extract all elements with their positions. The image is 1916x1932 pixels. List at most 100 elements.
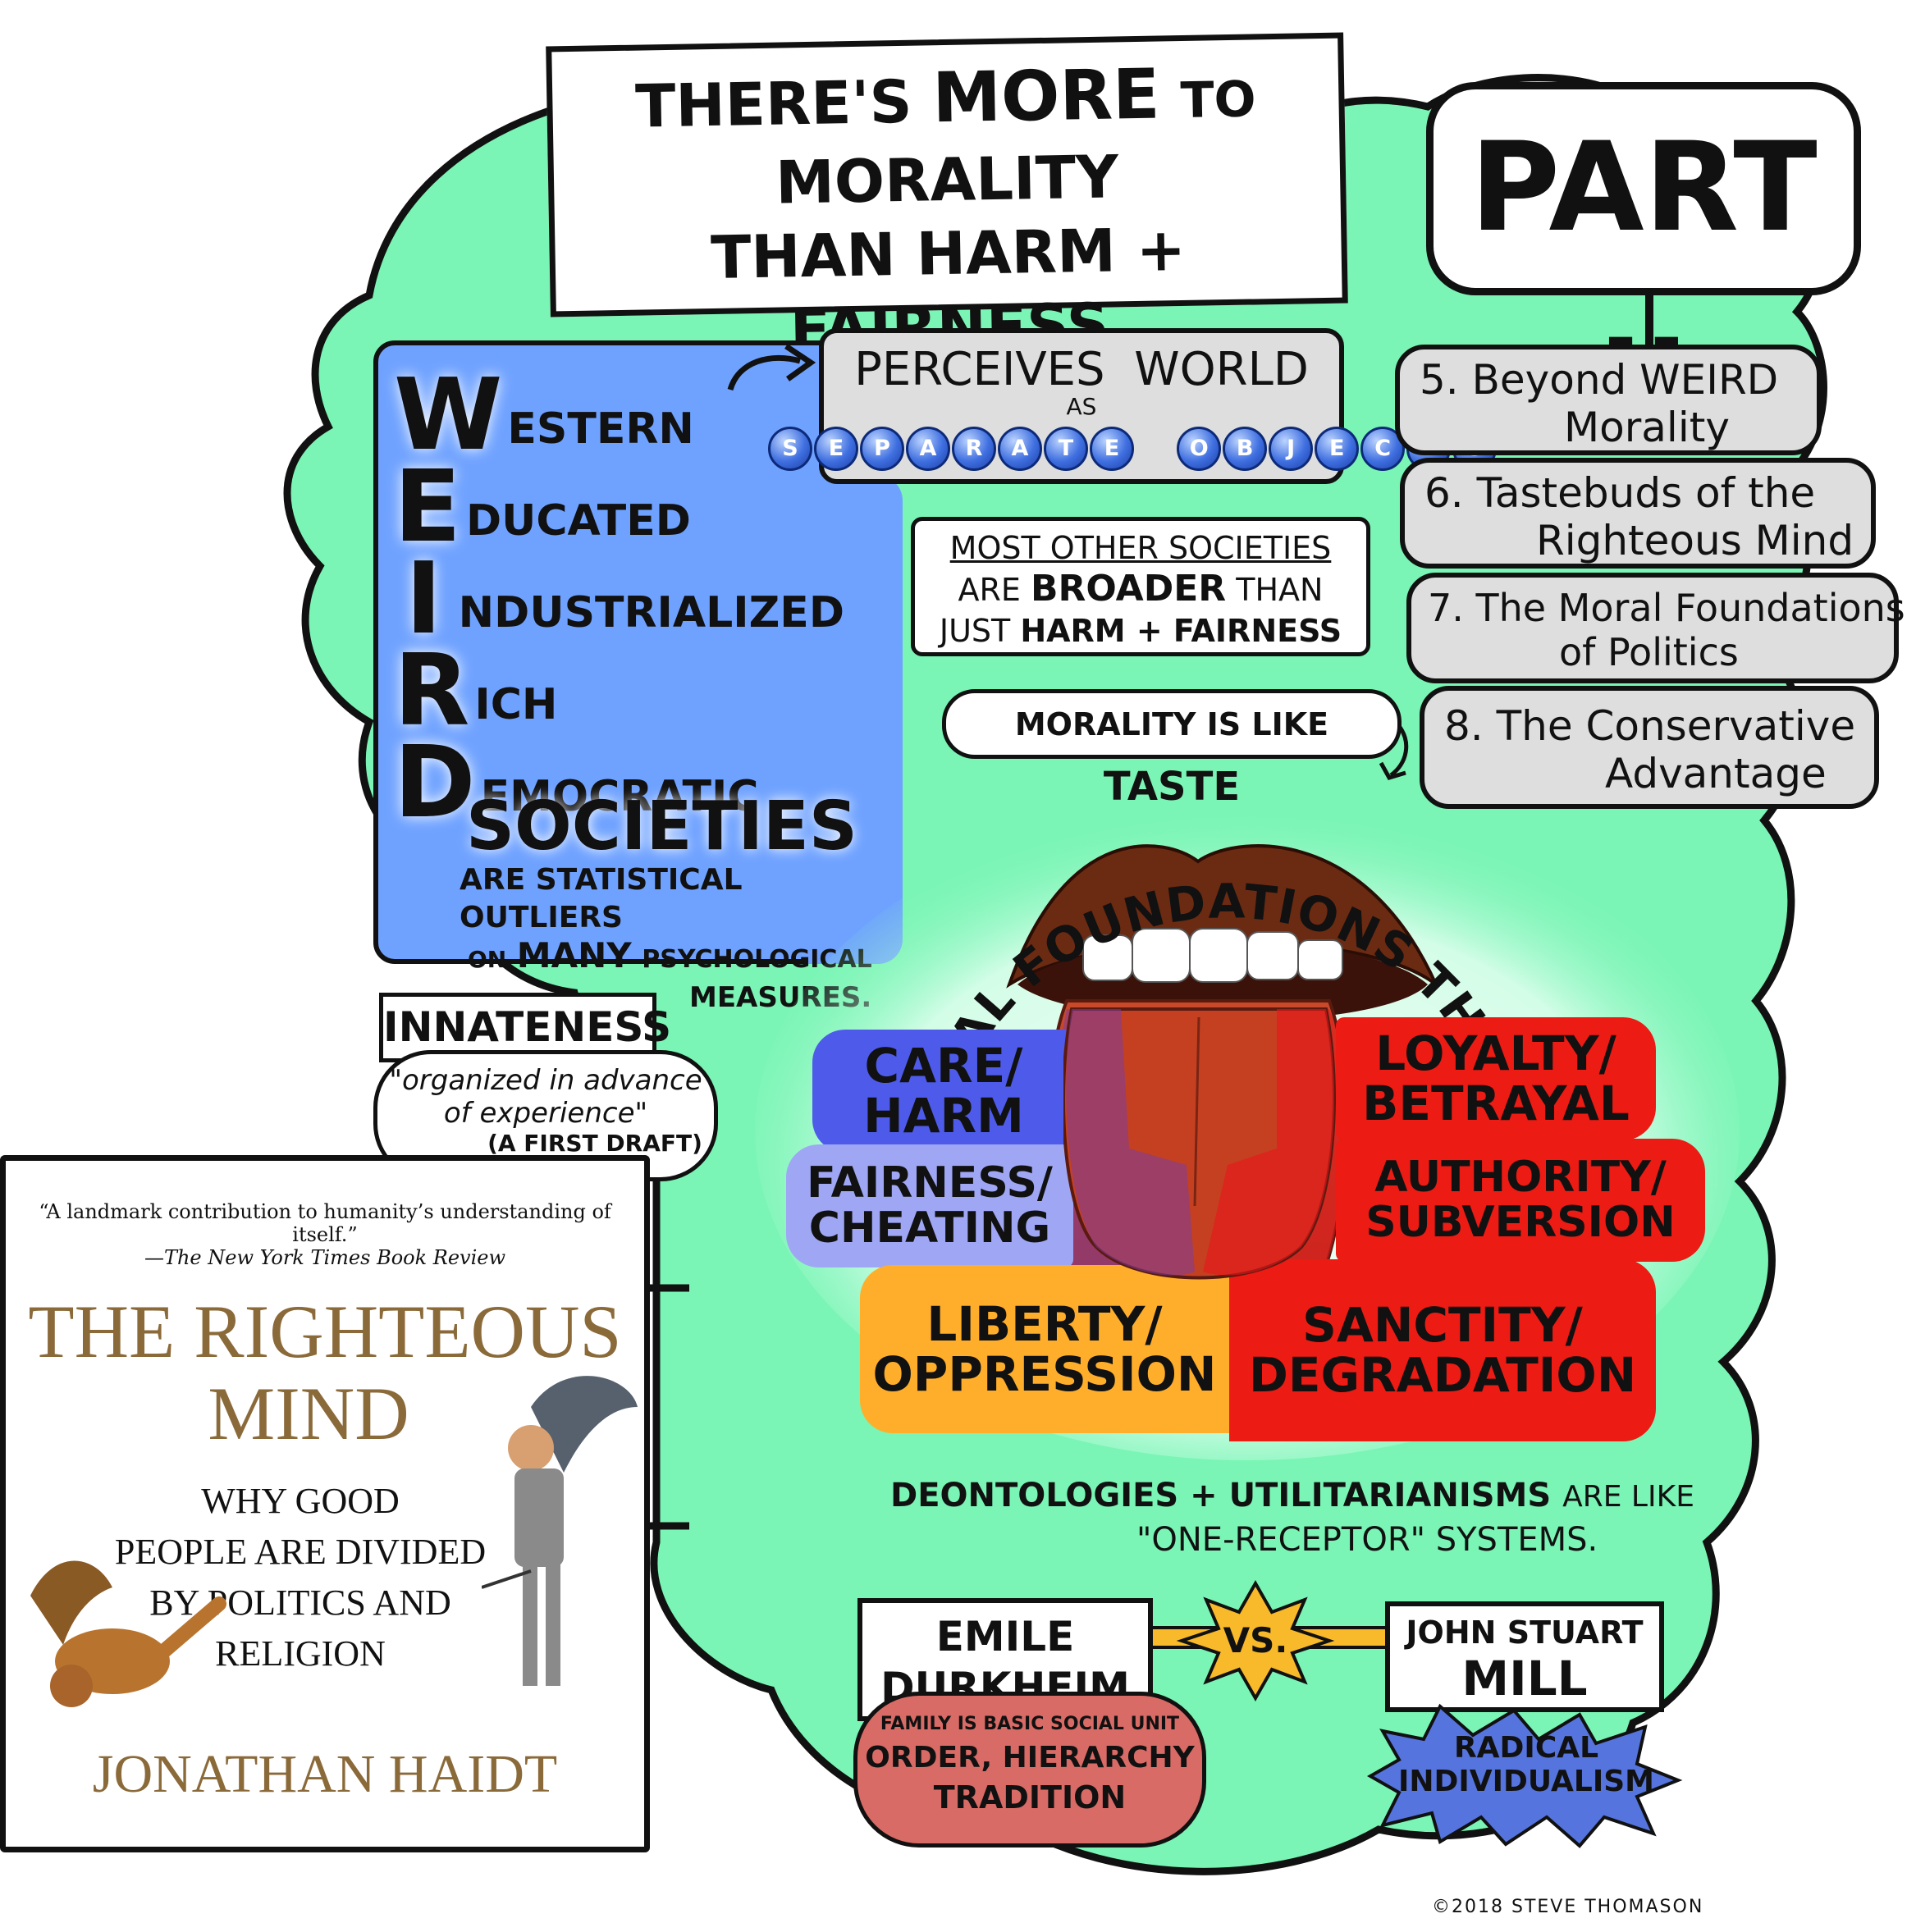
- weird-societies: SOCIETIES: [466, 788, 857, 866]
- mill-star: [1366, 1703, 1683, 1848]
- taste-pill: MORALITY IS LIKE TASTE: [942, 689, 1402, 810]
- mill-star-line: RADICAL: [1453, 1731, 1599, 1765]
- innateness-quote: (A FIRST DRAFT): [487, 1130, 702, 1157]
- book-subtitle-line: RELIGION: [215, 1633, 386, 1674]
- foundation-label: LOYALTY/: [1375, 1025, 1616, 1082]
- durkheim-cloud: FAMILY IS BASIC SOCIAL UNIT ORDER, HIERA…: [853, 1692, 1206, 1848]
- foundation-label: AUTHORITY/: [1374, 1153, 1667, 1203]
- chapter-5: 5. Beyond WEIRD Morality: [1395, 345, 1822, 455]
- chapter-7: 7. The Moral Foundations of Politics: [1406, 573, 1905, 683]
- bead-letter: E: [1090, 427, 1134, 471]
- weird-letter: W: [394, 359, 503, 473]
- weird-word: DUCATED: [465, 496, 691, 546]
- title-line-2: MORALITY: [775, 142, 1119, 217]
- book-subtitle-line: WHY GOOD: [201, 1481, 400, 1521]
- weird-panel: [373, 340, 841, 964]
- foundation-authority: AUTHORITY/ SUBVERSION: [1336, 1139, 1705, 1262]
- demon-illustration: [30, 1560, 226, 1707]
- chapter-title: 6. Tastebuds of the: [1424, 469, 1816, 517]
- deontologies-line: "ONE-RECEPTOR" SYSTEMS.: [1136, 1521, 1598, 1559]
- book-title: THE RIGHTEOUS: [28, 1290, 622, 1373]
- weird-list: W ESTERN E DUCATED I NDUSTRIALIZED R ICH…: [394, 365, 886, 833]
- chapter-title: 5. Beyond WEIRD: [1420, 356, 1779, 404]
- chapter-title: Righteous Mind: [1536, 517, 1854, 564]
- chapter-title: Morality: [1564, 404, 1730, 451]
- chapter-title: 7. The Moral Foundations: [1428, 586, 1905, 630]
- weird-row: D EMOCRATIC: [394, 734, 886, 833]
- title-text: TO: [1180, 71, 1257, 130]
- credit: ©2018 STEVE THOMASON: [1432, 1897, 1704, 1917]
- foundation-loyalty: LOYALTY/ BETRAYAL: [1336, 1017, 1656, 1140]
- durkheim-cloud-line: FAMILY IS BASIC SOCIAL UNIT: [880, 1714, 1180, 1734]
- bead-letter: A: [998, 427, 1042, 471]
- chapter-6: 6. Tastebuds of the Righteous Mind: [1400, 458, 1876, 569]
- bead-letter: E: [1315, 427, 1360, 471]
- weird-note: ARE STATISTICAL OUTLIERS ON MANY PSYCHOL…: [460, 861, 903, 1016]
- tongue-tip: [1063, 1007, 1336, 1280]
- chapter-title: of Politics: [1559, 630, 1739, 674]
- foundation-label: HARM: [863, 1088, 1024, 1144]
- title-text: THERE'S: [634, 66, 913, 141]
- foundation-sanctity: SANCTITY/ DEGRADATION: [1229, 1259, 1656, 1441]
- foundation-label: DEGRADATION: [1248, 1347, 1637, 1403]
- mill-name: JOHN STUART: [1406, 1615, 1644, 1651]
- perceives-text: PERCEIVES WORLD: [854, 343, 1309, 396]
- bead-letter: S: [768, 427, 812, 471]
- part-badge: PART II: [1426, 82, 1861, 456]
- angel-illustration: [482, 1376, 638, 1686]
- innateness-quote: "organized in advance: [389, 1064, 702, 1097]
- weird-letter: I: [405, 542, 442, 656]
- bead-letter: R: [952, 427, 996, 471]
- weird-row: I NDUSTRIALIZED: [394, 550, 886, 649]
- deontologies-phrase: ARE LIKE: [1562, 1480, 1694, 1514]
- weird-row: R ICH: [394, 642, 886, 741]
- foundation-liberty: LIBERTY/ OPPRESSION: [860, 1265, 1229, 1433]
- bead-letter: B: [1223, 427, 1268, 471]
- foundation-label: OPPRESSION: [872, 1345, 1217, 1402]
- chapter-title: Advantage: [1605, 750, 1827, 797]
- bead-letter: T: [1044, 427, 1088, 471]
- foundation-fairness: FAIRNESS/ CHEATING: [786, 1144, 1073, 1267]
- broader-line: MOST OTHER SOCIETIES: [949, 530, 1332, 566]
- vs-label: VS.: [1223, 1620, 1288, 1660]
- perceives-as: AS: [1066, 393, 1097, 420]
- mill-star-line: INDIVIDUALISM: [1397, 1765, 1654, 1798]
- foundation-label: LIBERTY/: [926, 1295, 1163, 1352]
- book-cover: “A landmark contribution to humanity’s u…: [0, 1155, 650, 1852]
- broader-text: THAN: [1236, 572, 1324, 608]
- weird-panel-extension: [804, 476, 903, 964]
- durkheim-cloud-line: TRADITION: [933, 1779, 1127, 1816]
- book-source: —The New York Times Book Review: [144, 1246, 506, 1269]
- foundation-label: CHEATING: [808, 1204, 1051, 1253]
- deontologies-line: DEONTOLOGIES + UTILITARIANISMS ARE LIKE: [890, 1477, 1711, 1514]
- bead-letter: P: [860, 427, 904, 471]
- durkheim-cloud-line: ORDER, HIERARCHY: [865, 1741, 1195, 1774]
- title-emphasis: MORE: [931, 53, 1161, 139]
- broader-line: ARE BROADER THAN: [915, 569, 1366, 610]
- broader-emphasis: BROADER: [1031, 568, 1227, 610]
- weird-word: ESTERN: [507, 404, 694, 454]
- innateness-title: INNATENESS: [383, 1003, 672, 1051]
- weird-word: EMOCRATIC: [480, 772, 759, 821]
- foundation-label: SANCTITY/: [1302, 1297, 1583, 1354]
- bead-letter: E: [814, 427, 858, 471]
- mill-name: MILL: [1461, 1651, 1588, 1706]
- title-box: THERE'S MORE TO MORALITY THAN HARM + FAI…: [546, 32, 1348, 364]
- weird-letter: R: [394, 634, 470, 748]
- chapter-8: 8. The Conservative Advantage: [1420, 686, 1879, 809]
- bead-letter: J: [1269, 427, 1314, 471]
- broader-text: ARE: [958, 572, 1021, 608]
- weird-note-line: ON MANY PSYCHOLOGICAL: [468, 937, 903, 979]
- weird-note-text: ON: [468, 946, 507, 973]
- weird-row: E DUCATED: [394, 459, 886, 557]
- weird-row: W ESTERN: [394, 365, 886, 465]
- broader-text: JUST: [939, 613, 1011, 649]
- foundation-label: BETRAYAL: [1362, 1076, 1630, 1131]
- arrow-taste-to-mouth: [1379, 724, 1409, 780]
- book-blurb: “A landmark contribution to humanity’s u…: [39, 1200, 611, 1246]
- taste-emphasis: TASTE: [1103, 764, 1241, 810]
- book-author: JONATHAN HAIDT: [92, 1744, 558, 1804]
- foundation-label: FAIRNESS/: [807, 1158, 1053, 1208]
- title-line-1: THERE'S MORE TO: [552, 53, 1340, 150]
- book-subtitle: WHY GOOD PEOPLE ARE DIVIDED BY POLITICS …: [0, 1476, 644, 1679]
